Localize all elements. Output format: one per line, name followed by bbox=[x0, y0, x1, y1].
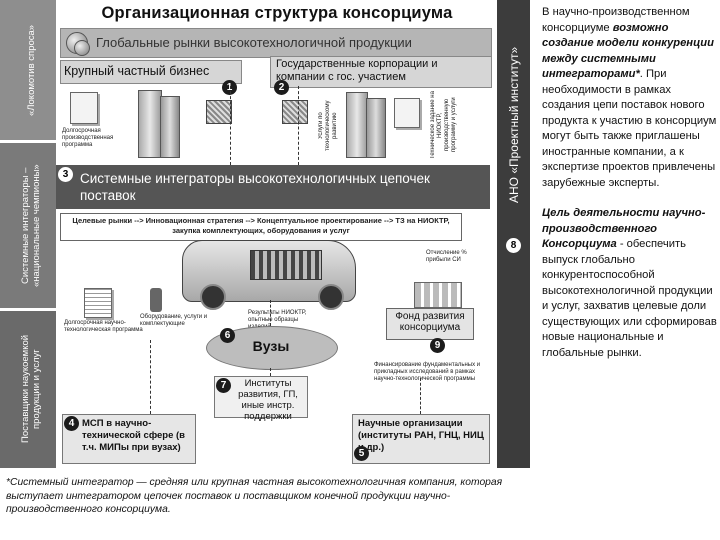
microscope-icon bbox=[150, 288, 162, 312]
number-8: 8 bbox=[506, 238, 521, 253]
car-wheel-icon-2 bbox=[318, 284, 344, 310]
cube-stack-icon-2 bbox=[282, 100, 308, 124]
deductions-label: Отчисление % прибыли СИ bbox=[426, 250, 467, 263]
office-building-icon bbox=[138, 90, 162, 158]
long-program-2-label: Долгосрочная научно-технологическая прог… bbox=[64, 320, 143, 333]
consortium-structure-diagram: «Локомотив спроса» Системные интеграторы… bbox=[0, 0, 530, 468]
big-business-label: Крупный частный бизнес bbox=[64, 64, 210, 78]
band-demand bbox=[0, 0, 56, 140]
state-corps-label: Государственные корпорации и компании с … bbox=[276, 58, 438, 83]
global-markets-bar bbox=[60, 28, 492, 58]
connector-line bbox=[420, 378, 421, 414]
tor-label: Техническое задание на НИОКТР, производс… bbox=[430, 91, 457, 159]
connector-line bbox=[298, 86, 299, 165]
car-wheel-icon bbox=[200, 284, 226, 310]
fundamental-label: Финансирование фундаментальных и приклад… bbox=[374, 362, 481, 382]
car-interior bbox=[250, 250, 322, 280]
paragraph-1: В научно-производственном консорциуме во… bbox=[542, 5, 718, 191]
band-demand-label: «Локомотив спроса» bbox=[26, 24, 37, 116]
long-program-1-label: Долгосрочная производственная программа bbox=[62, 128, 114, 148]
footnote: *Системный интегратор — средняя или круп… bbox=[6, 476, 526, 517]
equipment-label: Оборудование, услуги и комплектующие bbox=[140, 314, 208, 327]
band-integrators-label: Системные интеграторы – «национальные че… bbox=[20, 164, 42, 288]
tech-services-label: Услуги по технологическому развитию bbox=[318, 100, 338, 152]
universities-label: Вузы bbox=[252, 338, 290, 354]
institutes-label: Институты развития, ГП, иные инстр. подд… bbox=[238, 378, 298, 422]
connector-line bbox=[150, 340, 151, 414]
band-suppliers bbox=[0, 311, 56, 468]
number-3: 3 bbox=[58, 167, 73, 182]
system-integrators-label: Системные интеграторы высокотехнологичны… bbox=[80, 171, 430, 203]
document-icon bbox=[70, 92, 98, 124]
global-markets-label: Глобальные рынки высокотехнологичной про… bbox=[96, 35, 412, 50]
band-project-institute bbox=[497, 0, 530, 468]
p2-end: - обеспечить выпуск глобально конкуренто… bbox=[542, 238, 717, 359]
p2-emphasis: Цель деятельности научно-производственно… bbox=[542, 207, 706, 250]
system-integrators-bar bbox=[56, 165, 490, 209]
number-1: 1 bbox=[222, 80, 237, 95]
sci-orgs-label: Научные организации (институты РАН, ГНЦ,… bbox=[358, 418, 484, 453]
p1-end: . При необходимости в рамках создания це… bbox=[542, 68, 717, 189]
number-4: 4 bbox=[64, 416, 79, 431]
big-business-box bbox=[60, 60, 242, 84]
globe-icon-2 bbox=[74, 40, 90, 56]
number-2: 2 bbox=[274, 80, 289, 95]
state-building-icon-2 bbox=[366, 98, 386, 158]
project-institute-label: АНО «Проектный институт» bbox=[507, 46, 521, 204]
diagram-title: Организационная структура консорциума bbox=[101, 4, 453, 22]
msp-label: МСП в научно-технической сфере (в т.ч. М… bbox=[82, 418, 186, 453]
people-icon bbox=[414, 282, 462, 308]
paragraph-2: Цель деятельности научно-производственно… bbox=[542, 206, 718, 361]
fund-box bbox=[386, 308, 474, 340]
state-building-icon bbox=[346, 92, 368, 158]
fund-label: Фонд развития консорциума bbox=[395, 311, 465, 333]
right-column-text: В научно-производственном консорциуме во… bbox=[542, 5, 718, 361]
chain-text: Целевые рынки --> Инновационная стратеги… bbox=[72, 216, 450, 235]
connector-line bbox=[270, 300, 271, 326]
sci-orgs-box bbox=[352, 414, 490, 464]
number-7: 7 bbox=[216, 378, 231, 393]
band-integrators bbox=[0, 143, 56, 308]
connector-line bbox=[270, 368, 271, 376]
state-corps-box bbox=[270, 56, 492, 88]
cube-stack-icon bbox=[206, 100, 232, 124]
number-6: 6 bbox=[220, 328, 235, 343]
msp-box bbox=[62, 414, 196, 464]
connector-line bbox=[230, 86, 231, 165]
number-9: 9 bbox=[430, 338, 445, 353]
footnote-text: *Системный интегратор — средняя или круп… bbox=[6, 477, 503, 515]
number-5: 5 bbox=[354, 446, 369, 461]
spreadsheet-icon bbox=[84, 288, 112, 318]
p1-start: В научно-производственном консорциуме bbox=[542, 6, 690, 34]
band-suppliers-label: Поставщики наукоемкой продукции и услуг bbox=[20, 334, 42, 444]
document-icon-2 bbox=[394, 98, 420, 128]
p1-emphasis: возможно создание модели конкуренции меж… bbox=[542, 21, 714, 81]
office-building-icon-2 bbox=[160, 96, 180, 158]
